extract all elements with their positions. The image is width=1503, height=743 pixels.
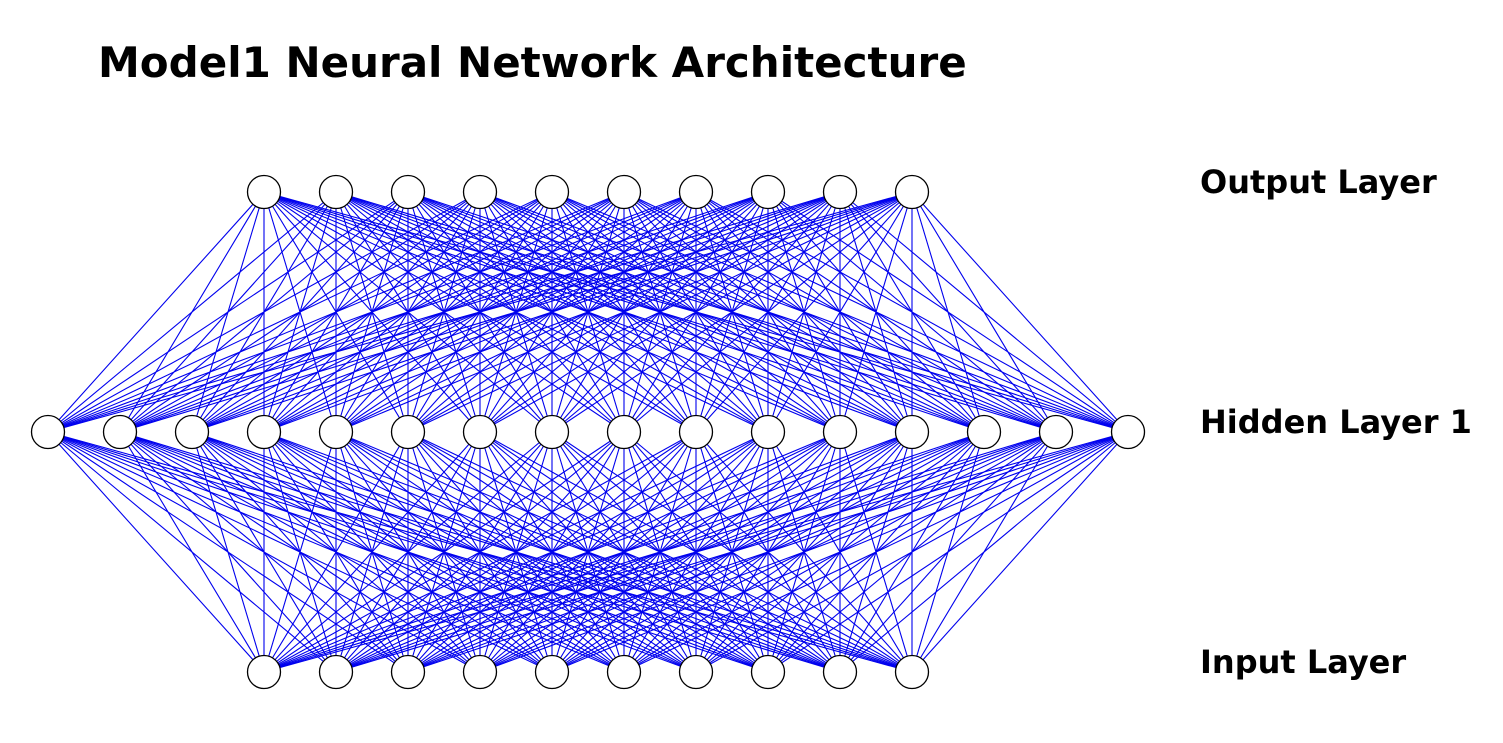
neuron-output-6 — [606, 174, 642, 210]
neuron-input-7 — [678, 654, 714, 690]
connection-0-2-0 — [47, 431, 409, 673]
connection-1-6-0 — [263, 191, 481, 433]
connection-0-9-6 — [479, 431, 913, 673]
connection-0-9-13 — [911, 431, 985, 673]
connection-1-10-0 — [263, 191, 769, 433]
connection-1-15-4 — [551, 191, 1129, 433]
neuron-input-8 — [750, 654, 786, 690]
neurons-group — [30, 174, 1146, 690]
neuron-output-2 — [318, 174, 354, 210]
neuron-hidden-1-8 — [534, 414, 570, 450]
neuron-hidden-1-3 — [174, 414, 210, 450]
connection-0-9-0 — [47, 431, 913, 673]
connection-0-9-11 — [839, 431, 913, 673]
neuron-hidden-1-12 — [822, 414, 858, 450]
connection-0-9-7 — [551, 431, 913, 673]
connection-1-15-3 — [479, 191, 1129, 433]
connection-1-15-0 — [263, 191, 1129, 433]
connection-0-9-3 — [263, 431, 913, 673]
neuron-output-4 — [462, 174, 498, 210]
neuron-hidden-1-2 — [102, 414, 138, 450]
connection-0-5-0 — [47, 431, 625, 673]
neuron-hidden-1-10 — [678, 414, 714, 450]
neuron-hidden-1-4 — [246, 414, 282, 450]
neuron-output-8 — [750, 174, 786, 210]
connection-0-9-1 — [119, 431, 913, 673]
connection-1-4-0 — [263, 191, 337, 433]
connection-0-9-10 — [767, 431, 913, 673]
neuron-output-9 — [822, 174, 858, 210]
connection-0-3-0 — [47, 431, 481, 673]
neuron-output-10 — [894, 174, 930, 210]
connection-1-15-7 — [767, 191, 1129, 433]
connection-1-15-9 — [911, 191, 1129, 433]
connection-0-8-0 — [47, 431, 841, 673]
connection-1-9-0 — [263, 191, 697, 433]
neuron-hidden-1-11 — [750, 414, 786, 450]
connection-0-9-2 — [191, 431, 913, 673]
neuron-hidden-1-5 — [318, 414, 354, 450]
connection-1-0-0 — [47, 191, 265, 433]
connection-1-2-0 — [191, 191, 265, 433]
connections-group — [47, 191, 1129, 673]
neuron-hidden-1-14 — [966, 414, 1002, 450]
neuron-output-5 — [534, 174, 570, 210]
neuron-input-5 — [534, 654, 570, 690]
neuron-output-3 — [390, 174, 426, 210]
layer-label-input: Input Layer — [1200, 643, 1407, 681]
connection-0-9-4 — [335, 431, 913, 673]
connection-0-0-0 — [47, 431, 265, 673]
neuron-input-1 — [246, 654, 282, 690]
neuron-hidden-1-13 — [894, 414, 930, 450]
neuron-hidden-1-9 — [606, 414, 642, 450]
connection-0-9-14 — [911, 431, 1057, 673]
neuron-input-2 — [318, 654, 354, 690]
connection-0-9-8 — [623, 431, 913, 673]
neuron-input-4 — [462, 654, 498, 690]
neuron-input-9 — [822, 654, 858, 690]
neuron-hidden-1-15 — [1038, 414, 1074, 450]
connection-1-15-5 — [623, 191, 1129, 433]
layer-label-hidden-1: Hidden Layer 1 — [1200, 403, 1472, 441]
connection-0-4-0 — [47, 431, 553, 673]
connection-1-8-0 — [263, 191, 625, 433]
connection-0-9-15 — [911, 431, 1129, 673]
connection-1-5-0 — [263, 191, 409, 433]
connection-0-9-9 — [695, 431, 913, 673]
neuron-hidden-1-6 — [390, 414, 426, 450]
diagram-title: Model1 Neural Network Architecture — [98, 38, 967, 87]
neuron-input-3 — [390, 654, 426, 690]
connection-0-7-0 — [47, 431, 769, 673]
connection-1-13-0 — [263, 191, 985, 433]
layer-label-output: Output Layer — [1200, 163, 1437, 201]
neuron-input-6 — [606, 654, 642, 690]
connection-1-15-2 — [407, 191, 1129, 433]
connection-0-6-0 — [47, 431, 697, 673]
connection-1-14-0 — [263, 191, 1057, 433]
neuron-hidden-1-7 — [462, 414, 498, 450]
connection-1-7-0 — [263, 191, 553, 433]
neuron-input-10 — [894, 654, 930, 690]
connection-1-15-6 — [695, 191, 1129, 433]
neuron-output-1 — [246, 174, 282, 210]
connection-0-9-5 — [407, 431, 913, 673]
connection-1-1-0 — [119, 191, 265, 433]
neuron-hidden-1-16 — [1110, 414, 1146, 450]
connection-1-15-1 — [335, 191, 1129, 433]
neuron-hidden-1-1 — [30, 414, 66, 450]
connection-1-11-0 — [263, 191, 841, 433]
connection-1-15-8 — [839, 191, 1129, 433]
connection-1-12-0 — [263, 191, 913, 433]
neuron-output-7 — [678, 174, 714, 210]
connection-0-1-0 — [47, 431, 337, 673]
